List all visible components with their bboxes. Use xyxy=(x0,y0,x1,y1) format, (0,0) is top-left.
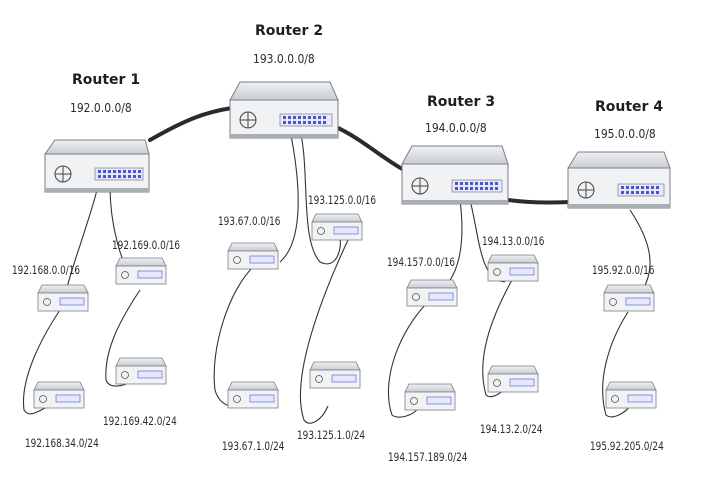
subnet-label: 194.13.0.0/16 xyxy=(482,234,545,248)
switch-192-169-42-0 xyxy=(115,357,167,385)
subnet-label: 193.67.0.0/16 xyxy=(218,214,281,228)
router-2-name: Router 2 xyxy=(255,23,324,39)
backbone-link-r2-r3 xyxy=(336,126,406,172)
switch-195-92-0-0 xyxy=(603,284,655,312)
switch-192-168-0-0 xyxy=(37,284,89,312)
cable-195-92-sub xyxy=(602,311,631,418)
subnet-label: 195.92.205.0/24 xyxy=(590,439,664,453)
switch-195-92-205-0 xyxy=(605,381,657,409)
switch-192-169-0-0 xyxy=(115,257,167,285)
subnet-switches xyxy=(33,213,657,411)
router-2-port-panel xyxy=(279,113,333,127)
subnet-label: 192.168.34.0/24 xyxy=(25,436,99,450)
subnet-label: 192.168.0.0/16 xyxy=(12,263,81,277)
switch-193-125-0-0 xyxy=(311,213,363,241)
cable-192-168-sub xyxy=(22,309,61,415)
subnet-label: 193.67.1.0/24 xyxy=(222,439,285,453)
router-3-name: Router 3 xyxy=(427,94,496,110)
switch-192-168-34-0 xyxy=(33,381,85,409)
switch-193-67-1-0 xyxy=(227,381,279,409)
backbone-link-r1-r2 xyxy=(148,106,234,142)
cable-r2-193-67 xyxy=(279,129,299,263)
cable-194-157-sub xyxy=(388,301,429,418)
backbone-links xyxy=(148,106,572,205)
router-1-network: 192.0.0.0/8 xyxy=(70,100,132,115)
subnet-label: 194.157.0.0/16 xyxy=(387,255,456,269)
switch-194-157-189-0 xyxy=(404,383,456,411)
router-4-network: 195.0.0.0/8 xyxy=(594,126,656,141)
subnet-label: 194.13.2.0/24 xyxy=(480,422,543,436)
cable-192-169-sub xyxy=(105,289,141,387)
router-3 xyxy=(401,145,509,205)
cable-193-125-sub xyxy=(300,239,349,424)
router-1-port-panel xyxy=(94,167,144,181)
switch-194-13-0-0 xyxy=(487,254,539,282)
backbone-link-r3-r4 xyxy=(506,198,572,205)
subnet-label: 192.169.42.0/24 xyxy=(103,414,177,428)
switch-193-125-1-0 xyxy=(309,361,361,389)
subnet-label: 193.125.1.0/24 xyxy=(297,428,366,442)
router-2-network: 193.0.0.0/8 xyxy=(253,51,315,66)
router-1 xyxy=(44,139,150,193)
switch-193-67-0-0 xyxy=(227,242,279,270)
router-3-port-panel xyxy=(451,179,503,193)
switch-194-13-2-0 xyxy=(487,365,539,393)
subnet-label: 195.92.0.0/16 xyxy=(592,263,655,277)
router-1-name: Router 1 xyxy=(72,72,141,88)
subnet-label: 193.125.0.0/16 xyxy=(308,193,377,207)
router-2 xyxy=(229,81,339,139)
cable-r2-193-125 xyxy=(299,129,341,265)
switch-194-157-0-0 xyxy=(406,279,458,307)
router-3-network: 194.0.0.0/8 xyxy=(425,120,487,135)
subnet-label: 194.157.189.0/24 xyxy=(388,450,468,464)
router-4-port-panel xyxy=(617,183,665,197)
cable-r1-192-168 xyxy=(63,185,99,301)
router-4-name: Router 4 xyxy=(595,99,664,115)
router-4 xyxy=(567,151,671,209)
subnet-label: 192.169.0.0/16 xyxy=(112,238,181,252)
